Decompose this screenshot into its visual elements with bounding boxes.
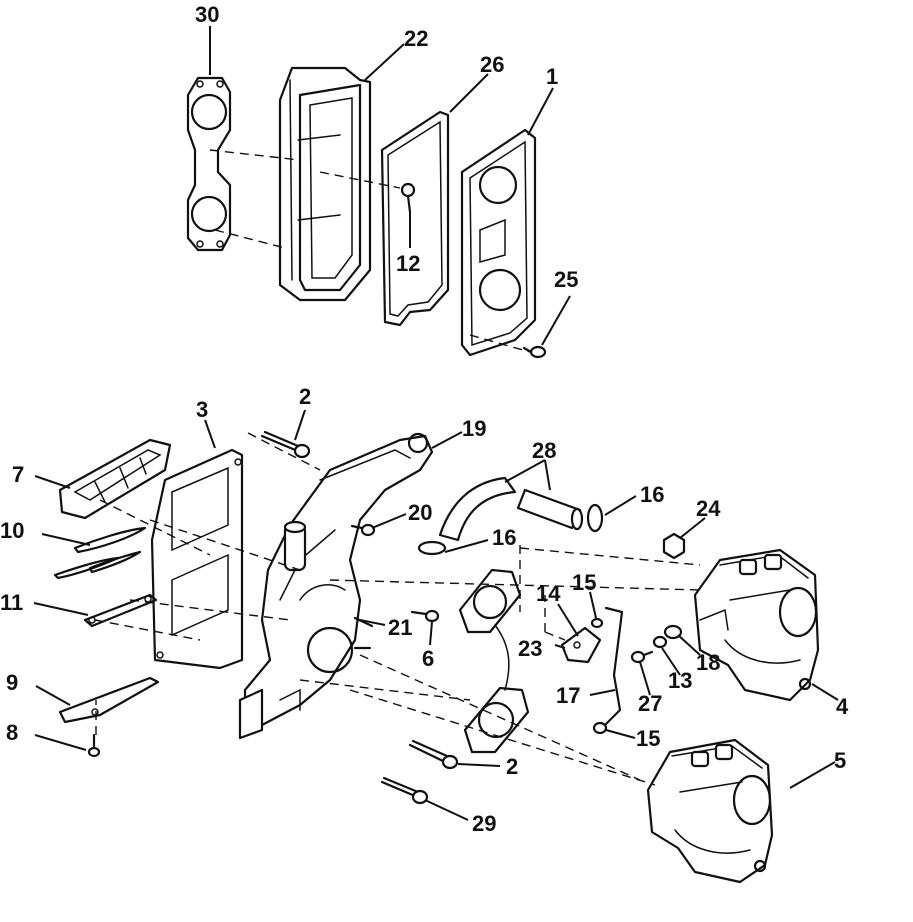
- callout-28: 28: [532, 438, 556, 463]
- screw-20-icon: [350, 523, 376, 537]
- screw-8-icon: [87, 733, 101, 758]
- callout-23: 23: [518, 636, 542, 661]
- callout-17: 17: [556, 683, 580, 708]
- callout-30: 30: [195, 2, 219, 27]
- bolt-29-icon: [380, 776, 429, 805]
- cover-plate-1-icon: [460, 128, 537, 357]
- reed-plate-gasket-3-icon: [150, 448, 244, 670]
- callout-15-a: 15: [572, 570, 596, 595]
- connector-wire: [494, 624, 510, 691]
- callout-7: 7: [12, 462, 24, 487]
- callout-21: 21: [388, 615, 412, 640]
- callout-26: 26: [480, 52, 504, 77]
- reed-block-7-icon: [58, 438, 172, 520]
- callout-25: 25: [554, 267, 578, 292]
- callout-19: 19: [462, 416, 486, 441]
- callout-3: 3: [196, 397, 208, 422]
- upper-alignment-lines: [209, 149, 531, 353]
- screw-25-icon: [522, 345, 547, 359]
- callout-labels: 30 22 26 1 12 25 2 3 19 28 7 16 24 20 10…: [0, 2, 849, 836]
- link-rod-17-icon: [603, 606, 624, 727]
- callout-24: 24: [696, 496, 721, 521]
- hose-clamp-16-b-icon: [417, 540, 447, 556]
- callout-10: 10: [0, 518, 24, 543]
- fuel-hose-elbow-28-icon: [438, 476, 517, 542]
- fuel-hose-straight-28-icon: [516, 488, 584, 531]
- screw-6-icon: [410, 609, 440, 623]
- callout-1: 1: [546, 64, 558, 89]
- gasket-26-icon: [380, 110, 450, 327]
- callout-2-top: 2: [299, 384, 311, 409]
- washer-13-icon: [652, 635, 668, 649]
- nut-24-icon: [662, 532, 686, 560]
- leader-lines: [33, 26, 839, 821]
- bolt-2-bottom-icon: [408, 739, 459, 770]
- carb-gasket-lower-icon: [463, 686, 530, 754]
- callout-27: 27: [638, 691, 662, 716]
- carb-gasket-upper-icon: [458, 568, 522, 634]
- callout-2-bottom: 2: [506, 754, 518, 779]
- callout-15-b: 15: [636, 726, 660, 751]
- callout-22: 22: [404, 26, 428, 51]
- fitting-21-icon: [353, 616, 374, 650]
- carburetor-5-icon: [646, 738, 774, 884]
- bracket-14-icon: [560, 626, 602, 664]
- callout-20: 20: [408, 500, 432, 525]
- callout-9: 9: [6, 670, 18, 695]
- carburetor-4-icon: [693, 548, 820, 702]
- callout-11: 11: [0, 590, 23, 615]
- callout-16-b: 16: [492, 525, 516, 550]
- reed-petals-10-icon: [53, 526, 147, 580]
- screw-12-icon: [400, 182, 416, 214]
- nut-18-icon: [663, 624, 683, 640]
- screw-27-icon: [630, 650, 654, 664]
- intake-cover-22-icon: [278, 66, 372, 302]
- callout-5: 5: [834, 748, 846, 773]
- callout-14: 14: [536, 581, 561, 606]
- fitting-15-a-icon: [590, 617, 604, 629]
- callout-18: 18: [696, 650, 720, 675]
- lower-alignment-lines: [94, 432, 701, 786]
- bolt-2-top-icon: [260, 430, 311, 459]
- callout-4: 4: [836, 694, 849, 719]
- callout-16-a: 16: [640, 482, 664, 507]
- callout-13: 13: [668, 668, 692, 693]
- plate-9-icon: [58, 676, 160, 724]
- hose-clamp-16-a-icon: [586, 503, 604, 533]
- callout-8: 8: [6, 720, 18, 745]
- stop-plate-11-icon: [83, 593, 158, 628]
- intake-manifold-19-icon: [238, 432, 434, 740]
- gasket-30-icon: [186, 76, 232, 252]
- fitting-15-b-icon: [592, 721, 608, 735]
- callout-29: 29: [472, 811, 496, 836]
- callout-6: 6: [422, 646, 434, 671]
- callout-12: 12: [396, 251, 420, 276]
